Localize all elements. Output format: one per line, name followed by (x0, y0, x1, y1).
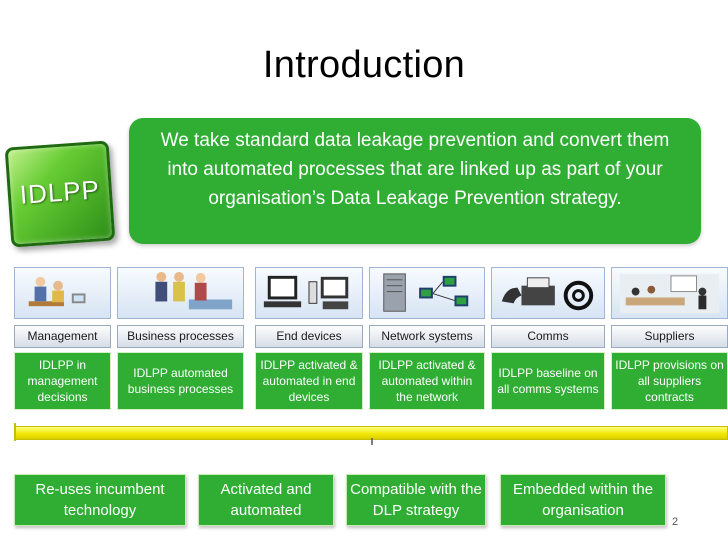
business-people-icon (155, 271, 233, 310)
bracket-ticks (14, 423, 373, 445)
column-label-end-devices: End devices (255, 325, 363, 348)
column-desc-text: IDLPP automated business processes (127, 366, 234, 396)
outcome-embedded-organisation: Embedded within the organisation (500, 474, 666, 526)
outcome-activated-automated: Activated and automated (198, 474, 334, 526)
column-desc-text: IDLPP in management decisions (27, 358, 98, 404)
column-image-end-devices (255, 267, 363, 319)
column-desc-text: IDLPP baseline on all comms systems (497, 366, 599, 396)
idlpp-logo: IDLPP (4, 140, 116, 248)
outcome-text: Embedded within the organisation (512, 481, 654, 519)
slide-title: Introduction (262, 44, 466, 86)
column-image-comms (491, 267, 605, 319)
column-desc-text: IDLPP provisions on all suppliers contra… (615, 358, 724, 404)
column-desc-management: IDLPP in management decisions (14, 352, 111, 410)
column-desc-network-systems: IDLPP activated & automated within the n… (369, 352, 485, 410)
column-desc-end-devices: IDLPP activated & automated in end devic… (255, 352, 363, 410)
column-desc-text: IDLPP activated & automated in end devic… (260, 358, 358, 404)
banner-text: We take standard data leakage prevention… (160, 130, 670, 209)
column-desc-comms: IDLPP baseline on all comms systems (491, 352, 605, 410)
outcome-compatible-dlp: Compatible with the DLP strategy (346, 474, 486, 526)
column-label-business-processes: Business processes (117, 325, 244, 348)
column-desc-suppliers: IDLPP provisions on all suppliers contra… (611, 352, 728, 410)
intro-banner: We take standard data leakage prevention… (129, 118, 701, 244)
column-label-suppliers: Suppliers (611, 325, 728, 348)
outcome-text: Re-uses incumbent technology (35, 481, 165, 519)
column-image-business-processes (117, 267, 244, 319)
column-image-network-systems (369, 267, 485, 319)
outcome-reuses-technology: Re-uses incumbent technology (14, 474, 186, 526)
outcome-text: Activated and automated (220, 481, 312, 519)
outcome-text: Compatible with the DLP strategy (350, 481, 482, 519)
logo-text: IDLPP (18, 174, 101, 210)
phone-fax-email-icon (501, 277, 594, 311)
column-label-network-systems: Network systems (369, 325, 485, 348)
computers-icon (263, 275, 349, 310)
network-servers-icon (383, 273, 469, 312)
column-label-management: Management (14, 325, 111, 348)
people-meeting-icon (28, 276, 86, 307)
column-image-suppliers (611, 267, 728, 319)
column-desc-business-processes: IDLPP automated business processes (117, 352, 244, 410)
column-image-management (14, 267, 111, 319)
column-desc-text: IDLPP activated & automated within the n… (378, 358, 476, 404)
page-number: 2 (672, 516, 679, 528)
column-label-comms: Comms (491, 325, 605, 348)
conference-room-icon (619, 273, 720, 314)
